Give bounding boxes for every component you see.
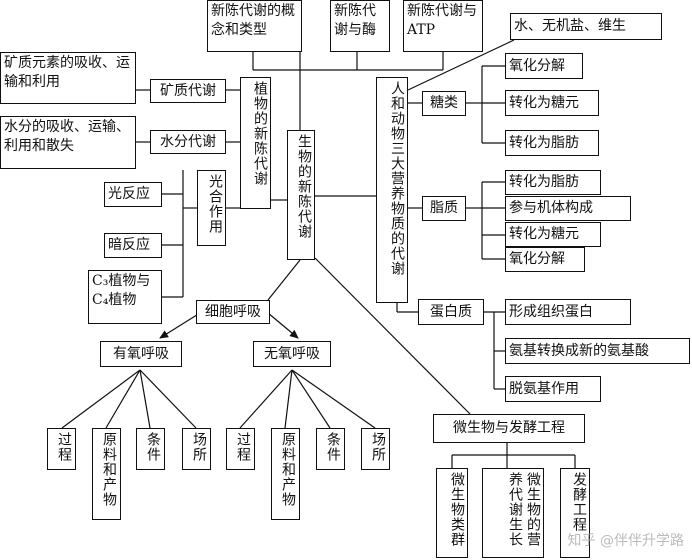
fat-item-to-fat: 转化为脂肪 <box>505 170 601 195</box>
plant-metabolism-box: 植物的新陈代谢 <box>240 77 271 209</box>
sugar-item-to-fat: 转化为脂肪 <box>505 130 599 156</box>
anaerobic-item-conditions: 条件 <box>316 428 345 470</box>
microbe-groups-box: 微生物类群 <box>436 468 468 558</box>
aerobic-item-materials-products: 原料和产物 <box>92 428 121 520</box>
animal-metabolism-box: 人和动物三大营养物质的代谢 <box>376 77 408 303</box>
fat-item-to-glycogen: 转化为糖元 <box>505 222 601 247</box>
anaerobic-item-process: 过程 <box>226 428 255 470</box>
sugar-item-to-glycogen: 转化为糖元 <box>505 90 599 116</box>
fat-box: 脂质 <box>422 196 466 221</box>
c3-c4-plants-box: C₃植物与C₄植物 <box>88 270 162 324</box>
water-salt-box: 水、无机盐、维生 <box>510 13 662 40</box>
center-title-box: 生物的新陈代谢 <box>287 130 315 260</box>
light-reaction-box: 光反应 <box>104 182 162 207</box>
water-metabolism-box: 水分代谢 <box>150 130 226 154</box>
aerobic-item-conditions: 条件 <box>136 428 165 470</box>
water-desc-box: 水分的吸收、运输、利用和散失 <box>0 116 136 169</box>
atp-box: 新陈代谢与ATP <box>403 0 483 52</box>
microbe-fermentation-box: 微生物与发酵工程 <box>433 414 585 443</box>
concept-box: 新陈代谢的概念和类型 <box>207 0 302 52</box>
aerobic-item-location: 场所 <box>182 428 211 470</box>
sugar-item-oxidation: 氧化分解 <box>505 53 583 79</box>
aerobic-item-process: 过程 <box>47 428 76 470</box>
sugar-box: 糖类 <box>422 91 466 116</box>
protein-item-tissue: 形成组织蛋白 <box>505 299 631 325</box>
fermentation-engineering-box: 发酵工程 <box>560 468 590 558</box>
photosynthesis-box: 光合作用 <box>197 170 226 246</box>
fat-item-oxidation: 氧化分解 <box>505 247 585 272</box>
microbe-nutrition-box: 微生物的营养代谢生长 <box>482 468 544 558</box>
mineral-metabolism-box: 矿质代谢 <box>150 79 226 103</box>
watermark: 知乎 @伴伴升学路 <box>567 533 684 549</box>
fat-item-body-structure: 参与机体构成 <box>505 196 631 221</box>
anaerobic-item-location: 场所 <box>361 428 390 470</box>
protein-item-transamination: 氨基转换成新的氨基酸 <box>505 338 690 364</box>
dark-reaction-box: 暗反应 <box>104 233 162 258</box>
anaerobic-item-materials-products: 原料和产物 <box>271 428 300 520</box>
protein-box: 蛋白质 <box>418 299 484 325</box>
mineral-desc-box: 矿质元素的吸收、运输和利用 <box>0 52 136 104</box>
aerobic-respiration-box: 有氧呼吸 <box>100 341 182 367</box>
protein-item-deamination: 脱氨基作用 <box>505 376 601 402</box>
cell-respiration-box: 细胞呼吸 <box>196 300 270 324</box>
anaerobic-respiration-box: 无氧呼吸 <box>253 341 331 367</box>
enzyme-box: 新陈代谢与酶 <box>330 0 390 52</box>
